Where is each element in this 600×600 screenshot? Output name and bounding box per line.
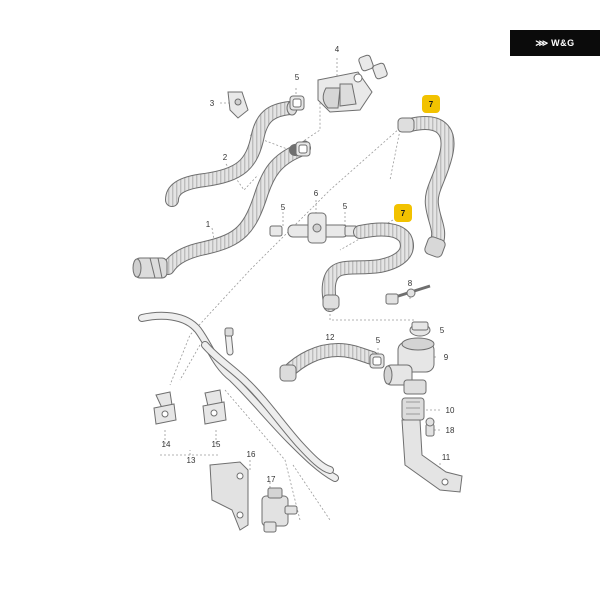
label-5a: 5 [295,73,300,82]
label-5c: 5 [343,202,348,211]
brand-badge: ⋙ W&G [510,30,600,56]
label-7a: 7 [429,100,434,109]
label-10: 10 [446,406,455,415]
pump-9 [383,337,435,395]
label-18: 18 [446,426,455,435]
seal-5a [289,95,305,111]
label-11: 11 [442,453,451,462]
brand-name: W&G [551,38,575,48]
label-6: 6 [314,189,319,198]
pipe-group [138,311,339,482]
valve-17 [261,487,298,533]
label-1: 1 [206,220,211,229]
mount-10 [401,397,425,421]
bracket-16 [209,461,249,531]
seal-5c [409,321,431,337]
hose-7-upper [397,116,455,258]
label-16: 16 [247,450,256,459]
label-9: 9 [444,353,449,362]
label-15: 15 [212,440,221,449]
label-3: 3 [210,99,215,108]
label-12: 12 [326,333,335,342]
label-8: 8 [408,279,413,288]
label-2: 2 [223,153,228,162]
hose-7-lower [321,222,414,312]
t-connector-6 [269,212,358,244]
hose-1 [132,143,307,279]
clip-14 [153,391,177,425]
hose-2 [165,100,298,207]
bolt-18 [425,417,435,437]
label-5b: 5 [281,203,286,212]
highlight-badge-7a [422,95,440,113]
callout-numbers: 1 2 3 4 5 5 5 5 5 6 7 7 8 9 10 11 12 13 … [162,45,455,484]
label-4: 4 [335,45,340,54]
clip-3 [227,91,249,119]
hose-12 [279,342,379,382]
bracket-11 [401,419,463,493]
seal-5b [295,141,311,157]
label-7b: 7 [401,209,406,218]
label-13: 13 [187,456,196,465]
highlight-badge-7b [394,204,412,222]
label-14: 14 [162,440,171,449]
label-5e: 5 [376,336,381,345]
bolt-8 [385,284,431,305]
brand-logo-icon: ⋙ [535,37,548,48]
label-5d: 5 [440,326,445,335]
clip-15 [202,389,227,425]
flange-4 [317,54,388,113]
highlight-badges [394,95,440,222]
label-17: 17 [267,475,276,484]
seal-5d [369,353,385,369]
